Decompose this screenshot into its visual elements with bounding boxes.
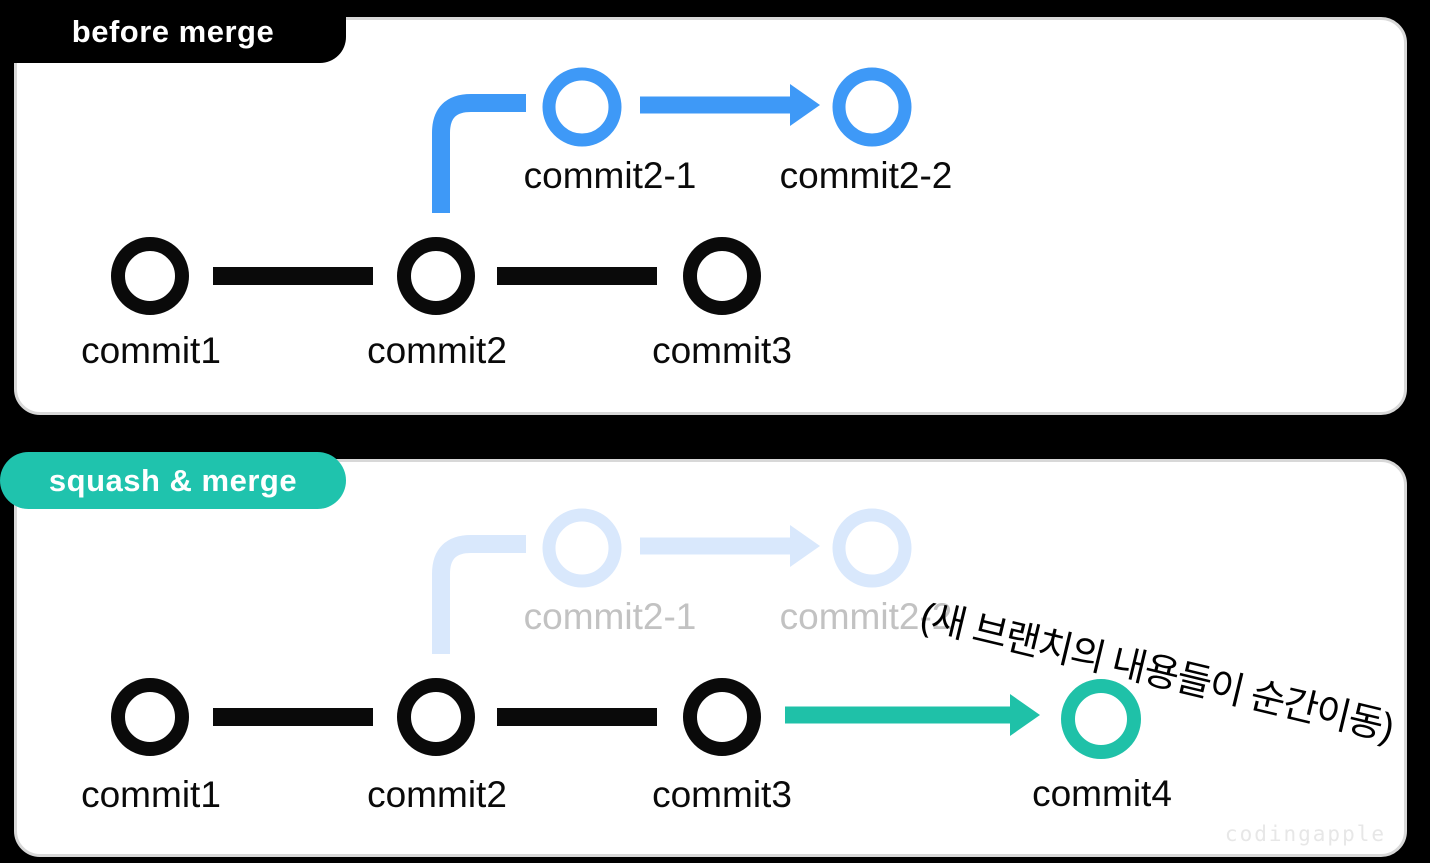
badge-before-merge-label: before merge [71,13,275,49]
commit2-2-label: commit2-2 [779,155,953,196]
panel-squash-merge [14,459,1407,857]
panel-before-merge [14,17,1407,415]
badge-squash-merge-label: squash & merge [48,462,298,498]
commit1-label: commit1 [81,330,221,371]
badge-squash-merge: squash & merge [0,452,346,509]
commit1-label: commit1 [81,774,221,815]
commit4-label: commit4 [1032,773,1172,814]
badge-before-merge: before merge [0,0,346,63]
commit3-label: commit3 [652,330,792,371]
commit3-label: commit3 [652,774,792,815]
codingapple-watermark: codingapple [1224,822,1386,846]
commit2-label: commit2 [367,774,507,815]
commit2-1-label: commit2-1 [523,155,697,196]
faded-commit2-2-label: commit2-2 [779,596,953,637]
commit2-label: commit2 [367,330,507,371]
faded-commit2-1-label: commit2-1 [523,596,697,637]
